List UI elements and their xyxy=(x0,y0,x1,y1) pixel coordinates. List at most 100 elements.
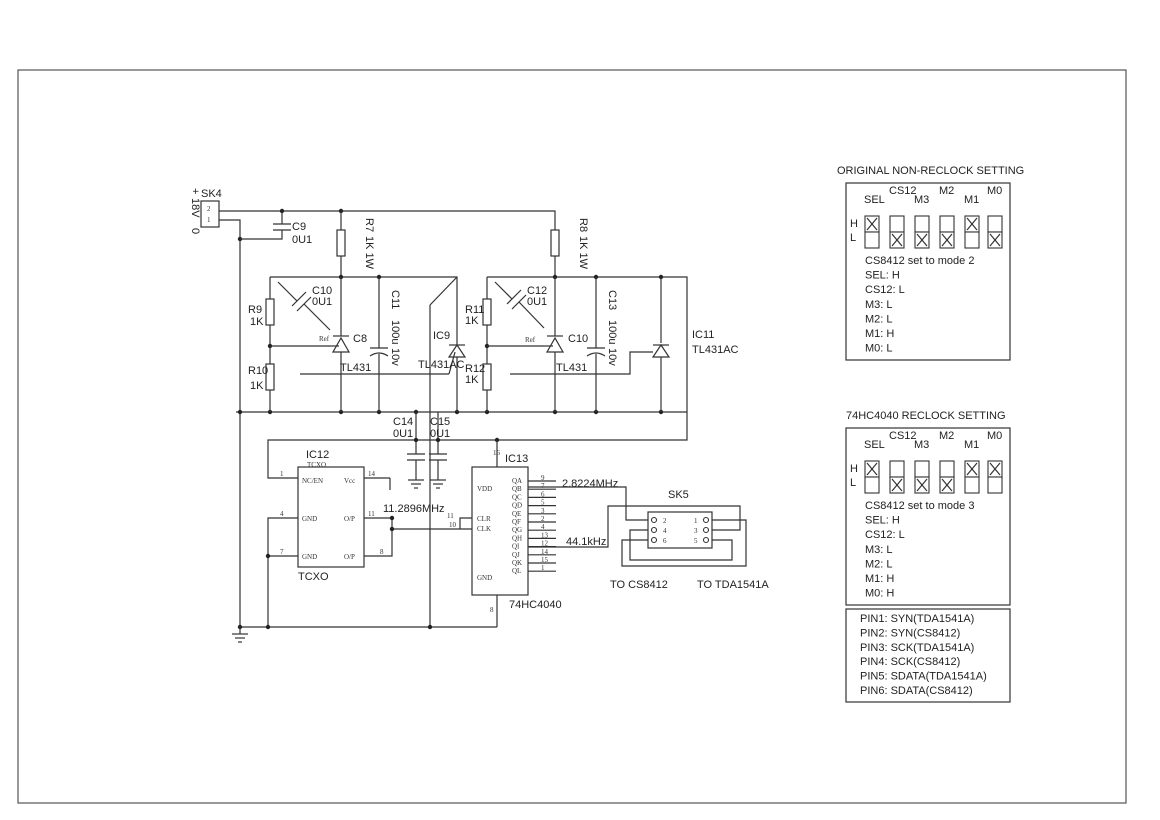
c11-value: 100u xyxy=(389,320,401,344)
ic13-body xyxy=(471,466,529,596)
ic13-pin-6: 6 xyxy=(541,490,545,498)
pinout-line-1: PIN1: SYN(TDA1541A) xyxy=(860,613,974,625)
orig-switch-3-top xyxy=(939,215,955,233)
r9-value: 1K xyxy=(250,316,264,328)
orig-line-0: CS8412 set to mode 2 xyxy=(865,255,974,267)
rec-header-sel: SEL xyxy=(864,439,885,451)
ic13-clr: CLR xyxy=(477,515,491,523)
orig-header-m3: M3 xyxy=(914,194,929,206)
ic13-pin-9: 9 xyxy=(541,474,545,482)
orig-line-3: M3: L xyxy=(865,299,893,311)
rec-switch-1-mark-b xyxy=(891,478,903,492)
ic12-vcc: Vcc xyxy=(344,477,355,485)
sk5-to-tda1541a: TO TDA1541A xyxy=(697,579,769,591)
ic13-pin-7: 7 xyxy=(541,482,545,490)
sk5-connector: SK5 2 4 6 1 3 5 TO CS8412 TO TDA1541A xyxy=(610,489,769,591)
orig-switch-1-top xyxy=(889,215,905,233)
pinout-lines: PIN1: SYN(TDA1541A)PIN2: SYN(CS8412)PIN3… xyxy=(860,613,987,697)
original-row-h: H xyxy=(850,218,858,230)
orig-switch-3-mark-b xyxy=(941,233,953,247)
ic12-gnd2: GND xyxy=(302,553,317,561)
ic12-p8: 8 xyxy=(380,548,384,556)
ic13-p10: 10 xyxy=(449,521,457,529)
c11-label: C11 xyxy=(389,290,401,309)
orig-line-5: M1: H xyxy=(865,328,894,340)
c12-value: 0U1 xyxy=(527,296,547,308)
freq-in-label: 11.2896MHz xyxy=(383,503,445,515)
r7-label: R7 xyxy=(363,218,375,232)
rec-switch-2-top xyxy=(914,460,930,478)
rec-header-m1: M1 xyxy=(964,439,979,451)
ic12-p1: 1 xyxy=(280,470,284,478)
rec-line-0: CS8412 set to mode 3 xyxy=(865,500,974,512)
c13-rating: 10v xyxy=(606,348,618,366)
rec-switch-2-mark-b xyxy=(916,478,928,492)
rec-header-m0: M0 xyxy=(987,430,1002,442)
decoupling-caps: C14 0U1 C15 0U1 xyxy=(393,412,500,489)
r8-value: 1K 1W xyxy=(577,236,589,270)
sk4-label: SK4 xyxy=(201,188,222,200)
r12-value: 1K xyxy=(465,374,479,386)
orig-switch-5-top xyxy=(987,215,1003,233)
ic13-output-qh: QH xyxy=(512,534,522,542)
regulator-2: R11 1K R12 1K C12 0U1 Ref C10 TL431 C13 … xyxy=(267,274,739,479)
ic13-counter: IC13 74HC4040 VDD CLR CLK GND 16 11 10 8… xyxy=(389,449,741,627)
sk5-pin3: 3 xyxy=(694,527,698,535)
ic13-pin-2: 2 xyxy=(541,515,545,523)
sk4-pin1: 1 xyxy=(207,216,211,224)
orig-switch-2-mark-b xyxy=(916,233,928,247)
tl431-a-label: TL431 xyxy=(340,362,371,374)
orig-switch-1-mark-b xyxy=(891,233,903,247)
reclock-row-l: L xyxy=(850,477,856,489)
ic13-output-qa: QA xyxy=(512,477,522,485)
ic13-output-qg: QG xyxy=(512,526,522,534)
orig-switch-0-mark-b xyxy=(866,217,878,231)
c10b-ref: Ref xyxy=(525,336,536,344)
r10-label: R10 xyxy=(248,365,268,377)
tl431-b-label: TL431 xyxy=(556,362,587,374)
rec-switch-3-mark-b xyxy=(941,478,953,492)
rec-header-cs12: CS12 xyxy=(889,430,917,442)
ic13-p16: 16 xyxy=(493,449,501,457)
orig-switch-5-mark-b xyxy=(989,233,1001,247)
orig-line-4: M2: L xyxy=(865,313,893,325)
sk5-pin1: 1 xyxy=(694,517,698,525)
c15-value: 0U1 xyxy=(430,428,450,440)
reclock-row-h: H xyxy=(850,463,858,475)
ic13-output-qe: QE xyxy=(512,510,521,518)
r7-value: 1K 1W xyxy=(363,236,375,270)
ic13-output-qi: QI xyxy=(512,543,520,551)
original-title: ORIGINAL NON-RECLOCK SETTING xyxy=(837,165,1024,177)
ic13-output-qk: QK xyxy=(512,559,522,567)
orig-switch-0-bottom xyxy=(864,231,880,249)
ic9-label: IC9 xyxy=(433,330,450,342)
r11-label: R11 xyxy=(465,304,484,316)
r11-value: 1K xyxy=(465,315,479,327)
r7-resistor: R7 1K 1W xyxy=(336,211,375,277)
reclock-title: 74HC4040 RECLOCK SETTING xyxy=(846,410,1006,422)
power-voltage: 18V xyxy=(189,198,201,218)
orig-header-sel: SEL xyxy=(864,194,885,206)
c9-value: 0U1 xyxy=(292,234,312,246)
c8-label: C8 xyxy=(353,333,367,345)
original-box xyxy=(845,182,1011,361)
ic13-vdd: VDD xyxy=(477,485,492,493)
rec-header-m3: M3 xyxy=(914,439,929,451)
rec-switch-1-top xyxy=(889,460,905,478)
c15-label: C15 xyxy=(430,416,450,428)
pinout-box xyxy=(845,608,1011,703)
ic13-output-ql: QL xyxy=(512,567,521,575)
ic13-output-qc: QC xyxy=(512,493,522,501)
freq-fs-label: 44.1kHz xyxy=(566,536,606,548)
sk4-pin2: 2 xyxy=(207,205,211,213)
ic13-pin-4: 4 xyxy=(541,523,545,531)
power-plus: + xyxy=(189,188,201,194)
rec-switch-5-mark-b xyxy=(989,462,1001,476)
c13-label: C13 xyxy=(606,290,618,310)
ic13-pin-1: 1 xyxy=(541,564,545,572)
ic12-op1: O/P xyxy=(344,515,355,523)
sk5-pin2: 2 xyxy=(663,517,667,525)
